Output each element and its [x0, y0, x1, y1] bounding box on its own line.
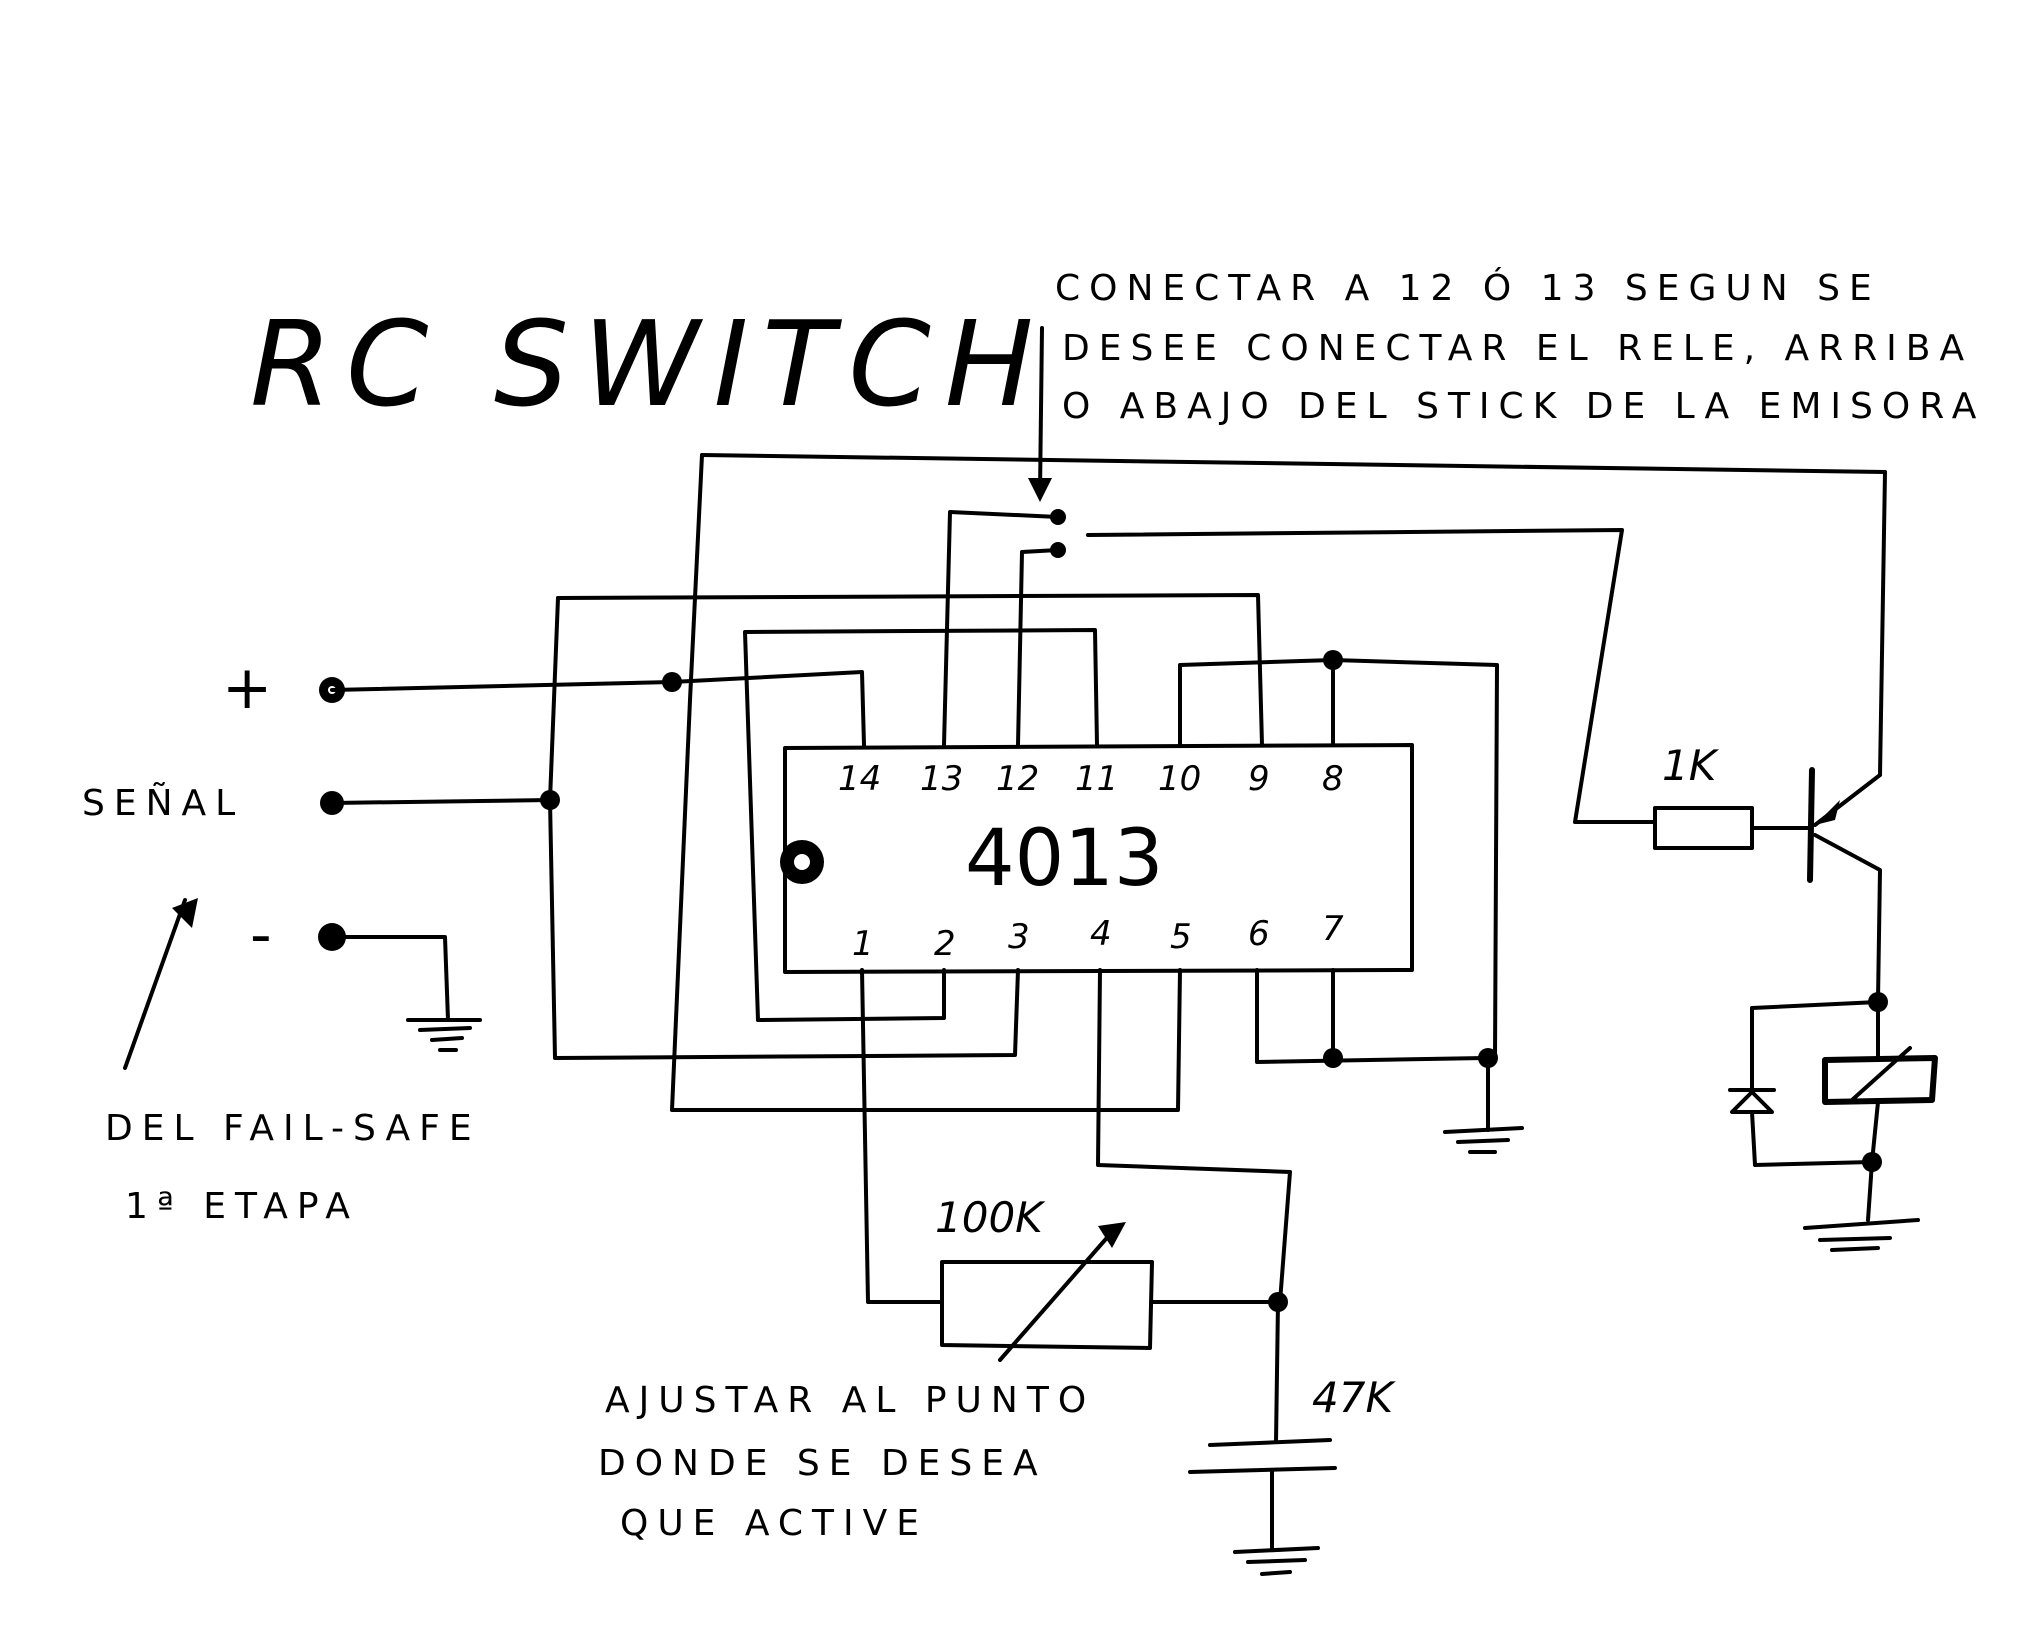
- pin-13: 13: [920, 759, 963, 799]
- wire-pin10-pin8: [1178, 658, 1499, 1060]
- wire-emitter-supply: [700, 453, 1887, 777]
- relay-coil: [1822, 1046, 1938, 1105]
- wire-pin13: [942, 510, 1060, 747]
- wire-pin4-rc: [1096, 968, 1292, 1304]
- ic-4013: 4013 14 13 12 11 10 9 8 1 2 3 4 5 6 7: [780, 743, 1414, 974]
- wire-pin1-pot: [860, 968, 944, 1304]
- pin-6: 6: [1248, 914, 1270, 954]
- wire-vdd: [330, 670, 866, 747]
- pot-label: 100K: [935, 1193, 1046, 1242]
- selector-arrow: [1028, 326, 1052, 502]
- wire-diode-bottom: [1750, 1110, 1874, 1167]
- pin-8: 8: [1322, 759, 1344, 799]
- ic-body: [783, 743, 1414, 974]
- ground-symbol-relay: [1803, 1218, 1920, 1252]
- wire-ground: [330, 935, 450, 1022]
- plus-label: +: [222, 653, 272, 723]
- pin-1: 1: [852, 924, 874, 964]
- ground-symbol-left: [406, 1018, 482, 1052]
- note-left-line-2: 1ª ETAPA: [125, 1186, 359, 1227]
- wire-bus-outer: [670, 453, 1182, 1112]
- transistor-pnp: [1807, 767, 1882, 1002]
- potentiometer-100k: 100K: [935, 1193, 1154, 1362]
- pin-2: 2: [934, 924, 956, 964]
- note-left-line-1: DEL FAIL-SAFE: [105, 1108, 481, 1149]
- wire-cap: [1274, 1300, 1280, 1444]
- pin-3: 3: [1008, 917, 1030, 957]
- note-left: DEL FAIL-SAFE 1ª ETAPA: [105, 898, 481, 1227]
- resistor-label: 1K: [1662, 741, 1720, 790]
- wire-diode-top: [1750, 1000, 1880, 1092]
- minus-label: -: [250, 900, 272, 970]
- wire-pin12: [1016, 548, 1060, 747]
- resistor-1k: 1K: [1653, 741, 1754, 850]
- title: RC SWITCH: [250, 295, 1047, 433]
- ground-symbol-ic: [1443, 1126, 1524, 1154]
- wire-output: [1086, 528, 1657, 824]
- note-bottom-line-1: AJUSTAR AL PUNTO: [605, 1380, 1095, 1421]
- selector-contact-13: [1050, 509, 1066, 525]
- note-bottom: AJUSTAR AL PUNTO DONDE SE DESEA QUE ACTI…: [598, 1380, 1095, 1544]
- pin-7: 7: [1322, 909, 1344, 949]
- pin-9: 9: [1248, 759, 1270, 799]
- ground-symbol-cap: [1233, 1546, 1320, 1576]
- wire-pin9: [556, 593, 1264, 747]
- note-top-line-1: CONECTAR A 12 Ó 13 SEGUN SE: [1055, 267, 1881, 309]
- terminal-labels: + SEÑAL -: [82, 653, 272, 970]
- pin-4: 4: [1090, 914, 1112, 954]
- wire-pin11-pin2: [743, 628, 1099, 1022]
- capacitor-47k: 47K: [1188, 1373, 1396, 1474]
- wire-signal: [330, 798, 552, 805]
- note-top-line-2: DESEE CONECTAR EL RELE, ARRIBA: [1062, 328, 1973, 369]
- note-top: CONECTAR A 12 Ó 13 SEGUN SE DESEE CONECT…: [1055, 267, 1985, 427]
- flyback-diode: [1728, 1088, 1776, 1114]
- pin-11: 11: [1075, 759, 1118, 799]
- note-bottom-line-3: QUE ACTIVE: [620, 1503, 928, 1544]
- pin-14: 14: [838, 759, 881, 799]
- pin-5: 5: [1170, 917, 1192, 957]
- note-bottom-line-2: DONDE SE DESEA: [598, 1443, 1047, 1484]
- wire-clock-bus: [548, 596, 1020, 1060]
- pin-12: 12: [996, 759, 1039, 799]
- wire-pin6-pin7: [1255, 968, 1487, 1064]
- cap-label: 47K: [1312, 1373, 1396, 1422]
- pin-10: 10: [1158, 759, 1201, 799]
- ic-label: 4013: [965, 814, 1164, 904]
- signal-label: SEÑAL: [82, 782, 244, 824]
- selector-contact-12: [1050, 542, 1066, 558]
- note-top-line-3: O ABAJO DEL STICK DE LA EMISORA: [1062, 386, 1985, 427]
